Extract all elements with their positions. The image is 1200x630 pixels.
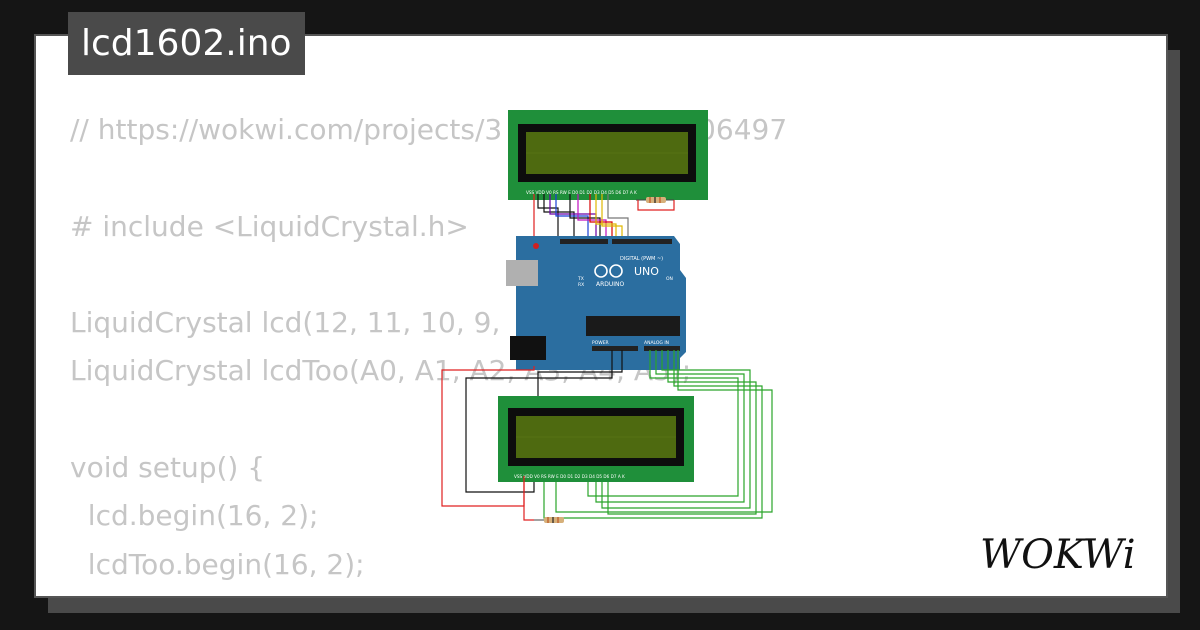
resistor-bottom: [523, 476, 564, 523]
resistor-top: [636, 197, 674, 203]
rx-label: RX: [578, 282, 584, 288]
lcd-top-pin-labels: VSS VDD V0 RS RW E D0 D1 D2 D3 D4 D5 D6 …: [526, 190, 637, 195]
board-model: UNO: [634, 265, 659, 278]
circuit-diagram: VSS VDD V0 RS RW E D0 D1 D2 D3 D4 D5 D6 …: [441, 110, 773, 523]
lcd-top: VSS VDD V0 RS RW E D0 D1 D2 D3 D4 D5 D6 …: [508, 110, 708, 200]
analog-label: ANALOG IN: [644, 340, 669, 346]
lcd-bottom: VSS VDD V0 RS RW E D0 D1 D2 D3 D4 D5 D6 …: [498, 396, 694, 482]
tx-label: TX: [577, 276, 584, 282]
arduino-uno-board: DIGITAL (PWM ~) UNO ARDUINO TX RX ON POW…: [506, 236, 686, 370]
arduino-logo-icon: [594, 264, 623, 278]
lcd-bottom-pin-labels: VSS VDD V0 RS RW E D0 D1 D2 D3 D4 D5 D6 …: [514, 474, 625, 479]
wokwi-logo-text: WOKWi: [980, 532, 1136, 578]
microcontroller-chip: [586, 316, 680, 336]
code-line: LiquidCrystal lcd(12, 11, 10, 9,: [70, 306, 501, 340]
project-title[interactable]: lcd1602.ino: [68, 12, 305, 75]
on-label: ON: [666, 276, 673, 282]
code-line: lcd.begin(16, 2);: [70, 499, 319, 533]
power-label: POWER: [592, 340, 609, 346]
code-line: # include <LiquidCrystal.h>: [70, 209, 469, 243]
usb-port: [506, 260, 538, 286]
code-line: LiquidCrystal lcdToo(A0, A1, A2, A3, A4,…: [70, 354, 692, 388]
board-brand: ARDUINO: [596, 281, 625, 288]
code-line: lcdToo.begin(16, 2);: [70, 547, 365, 581]
code-line: void setup() {: [70, 451, 266, 485]
digital-label: DIGITAL (PWM ~): [620, 256, 663, 262]
power-jack: [510, 336, 546, 360]
wokwi-logo: WOKWi: [980, 532, 1136, 578]
